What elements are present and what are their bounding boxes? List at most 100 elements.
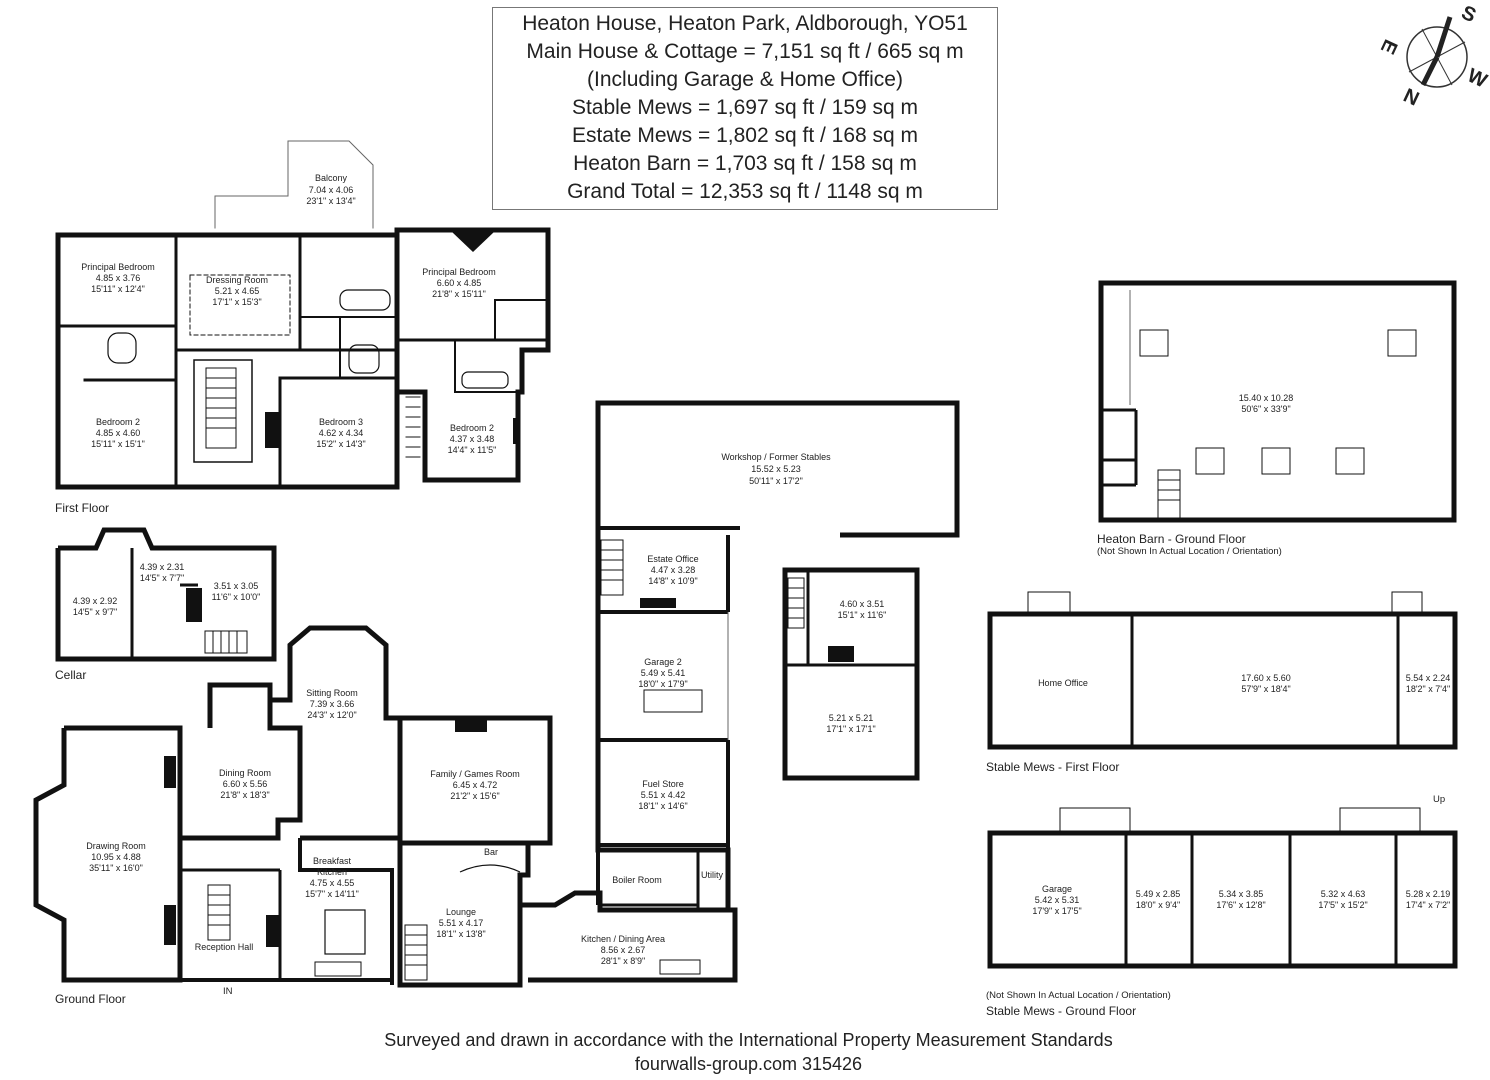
room-dressing-imperial: 17'1" x 15'3" (212, 297, 261, 307)
room-bed2a-name: Bedroom 2 (96, 417, 140, 427)
label-in: IN (223, 986, 233, 997)
room-cellar3-metric: 3.51 x 3.05 (214, 581, 259, 591)
room-mg3-imperial: 17'6" x 12'8" (1216, 900, 1265, 910)
room-workshop-imperial: 50'11" x 17'2" (749, 476, 803, 486)
room-mg-garage-name: Garage (1042, 884, 1072, 894)
label-mews-note: (Not Shown In Actual Location / Orientat… (986, 990, 1171, 1001)
room-fuel-name: Fuel Store (642, 779, 684, 789)
room-bar-name: Bar (484, 847, 498, 857)
room-garage2-name: Garage 2 (644, 657, 682, 667)
room-mews-big-imperial: 57'9" x 18'4" (1241, 684, 1290, 694)
room-mg3-metric: 5.34 x 3.85 (1219, 889, 1264, 899)
room-dressing-name: Dressing Room (206, 275, 268, 285)
floor-labels: First Floor Cellar Ground Floor Heaton B… (55, 501, 1445, 1018)
title-box: Heaton House, Heaton Park, Aldborough, Y… (492, 7, 998, 210)
room-drawing-name: Drawing Room (86, 841, 146, 851)
room-cottage2-imperial: 17'1" x 17'1" (826, 724, 875, 734)
title-line-address: Heaton House, Heaton Park, Aldborough, Y… (522, 12, 968, 35)
room-bed2b-metric: 4.37 x 3.48 (450, 434, 495, 444)
room-pb2-name: Principal Bedroom (422, 267, 496, 277)
room-breakfast-imperial: 15'7" x 14'11" (305, 889, 359, 899)
room-drawing-metric: 10.95 x 4.88 (91, 852, 141, 862)
title-line-including: (Including Garage & Home Office) (587, 68, 903, 91)
compass-w: W (1464, 65, 1490, 93)
label-ground-floor: Ground Floor (55, 992, 126, 1006)
title-line-estate-mews: Estate Mews = 1,802 sq ft / 168 sq m (571, 124, 919, 147)
title-line-main-house: Main House & Cottage = 7,151 sq ft / 665… (526, 40, 964, 63)
room-cellar2-metric: 4.39 x 2.31 (140, 562, 185, 572)
room-breakfast-metric: 4.75 x 4.55 (310, 878, 355, 888)
compass-e: E (1376, 36, 1402, 57)
room-lounge-name: Lounge (446, 907, 476, 917)
room-cottage2-metric: 5.21 x 5.21 (829, 713, 874, 723)
room-mg2-imperial: 18'0" x 9'4" (1136, 900, 1180, 910)
room-boiler-name: Boiler Room (612, 875, 662, 885)
room-bed2b-name: Bedroom 2 (450, 423, 494, 433)
room-barn-metric: 15.40 x 10.28 (1239, 393, 1294, 403)
compass-s: S (1458, 2, 1479, 28)
room-dining-metric: 6.60 x 5.56 (223, 779, 268, 789)
label-up: Up (1433, 794, 1445, 805)
room-workshop-metric: 15.52 x 5.23 (751, 464, 801, 474)
footer-standards: Surveyed and drawn in accordance with th… (384, 1030, 1113, 1050)
room-bed2a-imperial: 15'11" x 15'1" (91, 439, 145, 449)
room-cellar1-metric: 4.39 x 2.92 (73, 596, 118, 606)
title-line-grand-total: Grand Total = 12,353 sq ft / 1148 sq m (567, 180, 923, 203)
room-pb1-metric: 4.85 x 3.76 (96, 273, 141, 283)
mews-ground-floor-plan (987, 807, 1458, 969)
room-bed2a-metric: 4.85 x 4.60 (96, 428, 141, 438)
room-cottage1-metric: 4.60 x 3.51 (840, 599, 885, 609)
room-drawing-imperial: 35'11" x 16'0" (89, 863, 143, 873)
room-balcony-name: Balcony (315, 173, 348, 183)
room-mg4-metric: 5.32 x 4.63 (1321, 889, 1366, 899)
room-mg-garage-imperial: 17'9" x 17'5" (1032, 906, 1081, 916)
room-dining-name: Dining Room (219, 768, 271, 778)
room-balcony-imperial: 23'1" x 13'4" (306, 196, 355, 206)
label-barn: Heaton Barn - Ground Floor (1097, 532, 1246, 546)
label-cellar: Cellar (55, 668, 86, 682)
room-mg5-imperial: 17'4" x 7'2" (1406, 900, 1450, 910)
room-mg2-metric: 5.49 x 2.85 (1136, 889, 1181, 899)
room-family-imperial: 21'2" x 15'6" (450, 791, 499, 801)
room-workshop-name: Workshop / Former Stables (721, 452, 831, 462)
cellar-plan (55, 527, 277, 662)
label-mews-first: Stable Mews - First Floor (986, 760, 1119, 774)
room-garage2-metric: 5.49 x 5.41 (641, 668, 686, 678)
room-breakfast-name1: Breakfast (313, 856, 352, 866)
label-barn-note: (Not Shown In Actual Location / Orientat… (1097, 546, 1282, 557)
room-pb2-imperial: 21'8" x 15'11" (432, 289, 486, 299)
room-mg-garage-metric: 5.42 x 5.31 (1035, 895, 1080, 905)
room-mews-big-metric: 17.60 x 5.60 (1241, 673, 1291, 683)
room-lounge-imperial: 18'1" x 13'8" (436, 929, 485, 939)
room-dining-imperial: 21'8" x 18'3" (220, 790, 269, 800)
room-dressing-metric: 5.21 x 4.65 (215, 286, 260, 296)
room-sitting-metric: 7.39 x 3.66 (310, 699, 355, 709)
room-pb2-metric: 6.60 x 4.85 (437, 278, 482, 288)
room-garage2-imperial: 18'0" x 17'9" (638, 679, 687, 689)
cottage-plan (782, 567, 920, 781)
room-utility-name: Utility (701, 870, 723, 880)
room-sitting-name: Sitting Room (306, 688, 358, 698)
label-first-floor: First Floor (55, 501, 109, 515)
title-line-heaton-barn: Heaton Barn = 1,703 sq ft / 158 sq m (573, 152, 917, 175)
room-kitchen-dining-name: Kitchen / Dining Area (581, 934, 665, 944)
room-bed3-name: Bedroom 3 (319, 417, 363, 427)
room-mg4-imperial: 17'5" x 15'2" (1318, 900, 1367, 910)
room-cottage1-imperial: 15'1" x 11'6" (838, 610, 887, 620)
room-kitchen-dining-imperial: 28'1" x 8'9" (601, 956, 645, 966)
ground-floor-plan (33, 625, 738, 988)
mews-first-floor-plan (987, 591, 1458, 750)
room-cellar3-imperial: 11'6" x 10'0" (212, 592, 261, 602)
title-line-stable-mews: Stable Mews = 1,697 sq ft / 159 sq m (571, 96, 919, 119)
room-barn-imperial: 50'6" x 33'9" (1241, 404, 1290, 414)
room-breakfast-name2: Kitchen (317, 867, 347, 877)
room-estate-office-name: Estate Office (647, 554, 698, 564)
room-mg5-metric: 5.28 x 2.19 (1406, 889, 1451, 899)
compass-n: N (1400, 85, 1422, 111)
room-mews-small-metric: 5.54 x 2.24 (1406, 673, 1451, 683)
room-family-name: Family / Games Room (430, 769, 520, 779)
barn-plan (1098, 280, 1457, 523)
room-cellar2-imperial: 14'5" x 7'7" (140, 573, 184, 583)
room-labels: Balcony 7.04 x 4.06 23'1" x 13'4" Princi… (73, 173, 1451, 966)
